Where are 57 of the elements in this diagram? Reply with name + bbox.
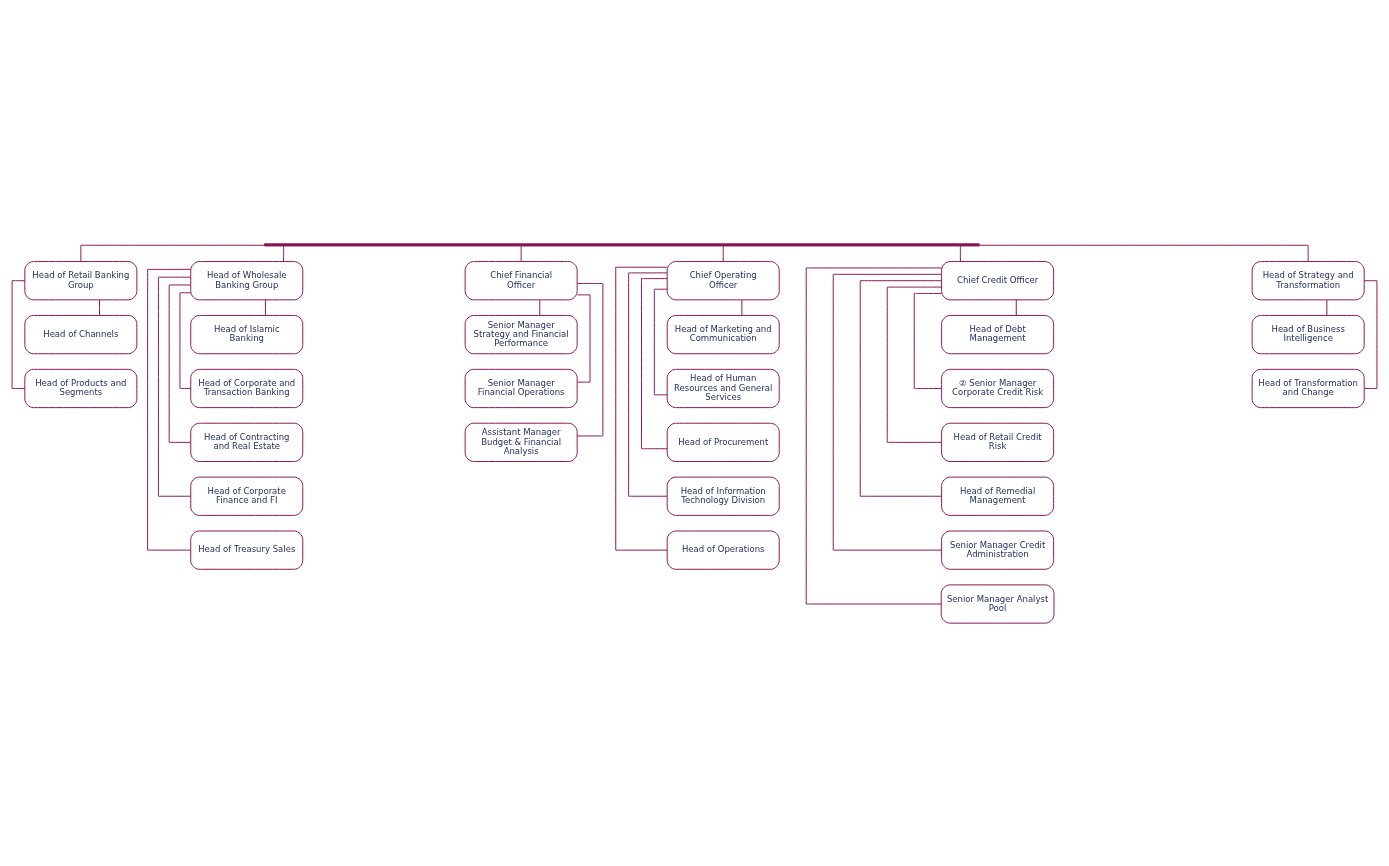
connector	[640, 277, 668, 449]
connector	[168, 283, 192, 443]
node-box: Chief Operating Officer	[666, 260, 780, 300]
connector	[741, 298, 743, 316]
node-box: Head of Corporate Finance and FI	[190, 476, 304, 516]
node-box: Assistant Manager Budget & Financial Analysis	[464, 422, 578, 462]
connector	[615, 266, 668, 551]
node-box: Head of Corporate and Transaction Banking	[190, 368, 304, 408]
node-bar	[264, 242, 980, 246]
connector	[99, 298, 100, 316]
node-box: Chief Credit Officer	[941, 260, 1055, 300]
node-box: Head of Debt Management	[941, 314, 1055, 354]
node-box: Head of Remedial Management	[941, 476, 1055, 516]
connector	[576, 293, 591, 383]
node-box: Head of Information Technology Division	[666, 476, 780, 516]
connector	[832, 273, 942, 551]
connector	[157, 276, 192, 497]
node-box: Head of Retail Credit Risk	[941, 422, 1055, 462]
connector	[1363, 279, 1378, 389]
connector	[859, 279, 943, 497]
connector	[1326, 298, 1328, 316]
node-box: Senior Manager Financial Operations	[464, 368, 578, 408]
connector	[1015, 298, 1017, 316]
node-box: Head of Treasury Sales	[190, 530, 304, 570]
node-box: ② Senior Manager Corporate Credit Risk	[941, 368, 1055, 408]
connector	[283, 245, 285, 262]
connector	[147, 268, 192, 551]
node-box: Head of Transformation and Change	[1251, 368, 1365, 408]
node-box: Head of Human Resources and General Services	[666, 368, 780, 408]
node-box: Head of Products and Segments	[24, 368, 138, 408]
node-box: Senior Manager Credit Administration	[941, 530, 1055, 570]
connector	[520, 245, 522, 262]
node-box: Head of Marketing and Communication	[666, 314, 780, 354]
node-box: Head of Retail Banking Group	[24, 260, 138, 300]
connector	[805, 266, 942, 604]
node-box: Head of Wholesale Banking Group	[190, 260, 304, 300]
connector	[264, 298, 266, 316]
connector	[653, 288, 668, 395]
node-box: Chief Financial Officer	[464, 260, 578, 300]
node-box: Senior Manager Analyst Pool	[940, 583, 1055, 624]
connector	[11, 279, 26, 389]
node-box: Head of Channels	[24, 314, 138, 354]
connector	[576, 282, 604, 436]
connector	[959, 245, 961, 262]
connector	[722, 245, 724, 262]
node-box: Head of Operations	[666, 530, 780, 570]
node-box: Head of Strategy and Transformation	[1251, 260, 1365, 300]
connector	[179, 291, 192, 389]
connector	[886, 286, 942, 443]
node-box: Head of Business Intelligence	[1251, 314, 1365, 354]
connector	[913, 292, 943, 389]
node-box: Senior Manager Strategy and Financial Performance	[464, 314, 578, 354]
node-box: Head of Islamic Banking	[190, 314, 304, 354]
connector	[628, 271, 668, 497]
node-box: Head of Procurement	[666, 422, 780, 462]
connector	[539, 298, 541, 316]
node-box: Head of Contracting and Real Estate	[190, 422, 304, 462]
